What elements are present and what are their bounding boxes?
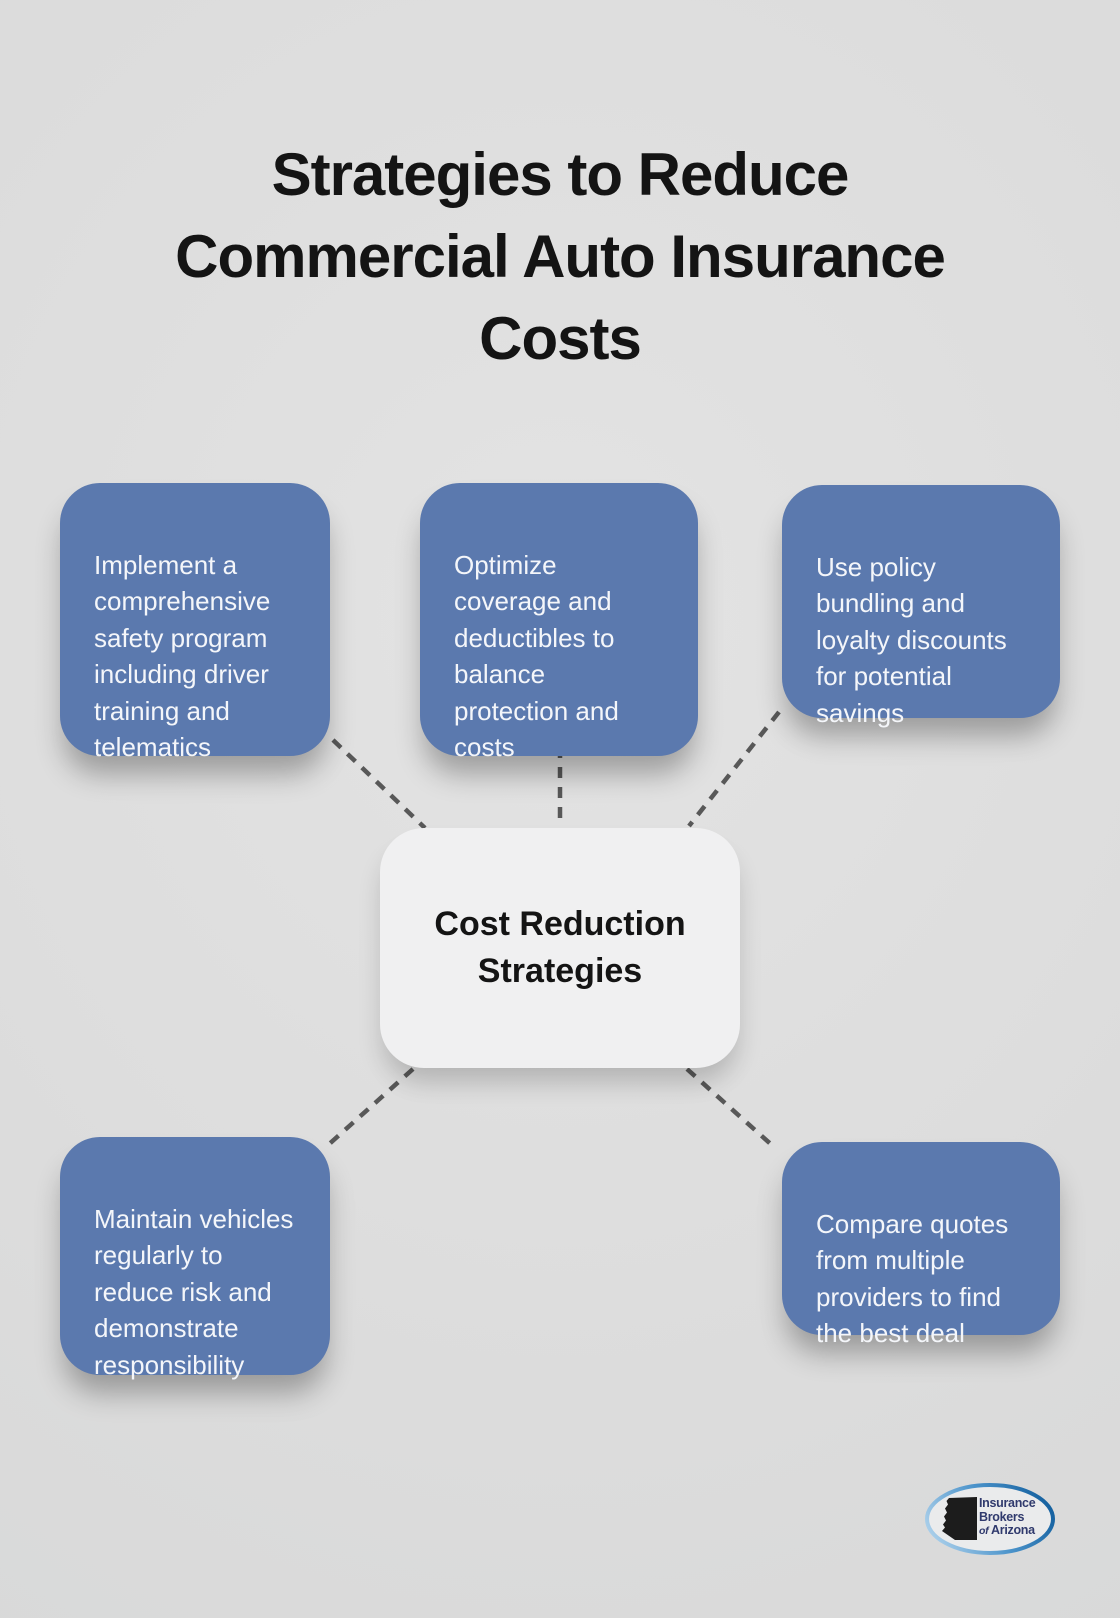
node-label: Implement a comprehensive safety program…: [94, 549, 271, 763]
node-compare-quotes: Compare quotes from multiple providers t…: [782, 1142, 1060, 1348]
logo-line-brokers: Brokers: [979, 1509, 1025, 1524]
node-label: Compare quotes from multiple providers t…: [816, 1208, 1009, 1349]
logo-arizona: Arizona: [991, 1523, 1035, 1537]
node-optimize-coverage: Optimize coverage and deductibles to bal…: [420, 483, 698, 762]
node-maintain-vehicles: Maintain vehicles regularly to reduce ri…: [60, 1137, 330, 1380]
logo-wordmark: Insurance Brokers of Arizona: [979, 1496, 1036, 1539]
logo-line-of-arizona: of Arizona: [979, 1523, 1035, 1539]
node-safety-program: Implement a comprehensive safety program…: [60, 483, 330, 762]
connector-line: [325, 1067, 415, 1148]
connector-line: [685, 1067, 776, 1149]
arizona-state-icon: [942, 1497, 977, 1540]
node-policy-bundling: Use policy bundling and loyalty discount…: [782, 485, 1060, 728]
connector-line: [687, 710, 781, 828]
center-node-cost-reduction-strategies: Cost Reduction Strategies: [380, 828, 740, 1068]
connector-line: [331, 738, 427, 830]
logo-of: of: [979, 1525, 989, 1537]
node-label: Use policy bundling and loyalty discount…: [816, 551, 1007, 728]
node-label: Optimize coverage and deductibles to bal…: [454, 549, 619, 763]
company-logo: Insurance Brokers of Arizona: [923, 1482, 1057, 1556]
logo-ellipse-graphic: [925, 1483, 1055, 1555]
node-label: Maintain vehicles regularly to reduce ri…: [94, 1203, 294, 1380]
logo-line-insurance: Insurance: [979, 1496, 1036, 1510]
center-node-label: Cost Reduction Strategies: [434, 905, 686, 990]
page-title: Strategies to Reduce Commercial Auto Ins…: [175, 141, 946, 373]
